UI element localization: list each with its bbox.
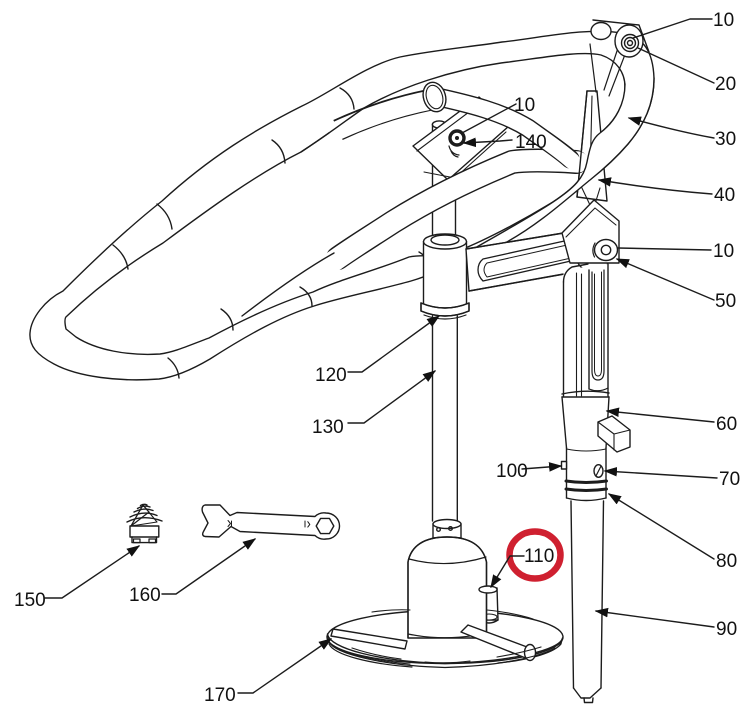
svg-text:80: 80 <box>716 551 737 572</box>
svg-text:10: 10 <box>514 95 535 116</box>
svg-text:170: 170 <box>204 685 236 706</box>
svg-text:50: 50 <box>715 291 736 312</box>
svg-text:10: 10 <box>713 241 734 262</box>
svg-text:10: 10 <box>713 10 734 31</box>
svg-text:60: 60 <box>716 414 737 435</box>
svg-text:150: 150 <box>14 590 46 611</box>
svg-text:140: 140 <box>515 132 547 153</box>
svg-text:90: 90 <box>716 619 737 640</box>
svg-text:120: 120 <box>315 365 347 386</box>
svg-text:40: 40 <box>714 185 735 206</box>
svg-text:100: 100 <box>496 461 528 482</box>
svg-text:20: 20 <box>715 74 736 95</box>
svg-text:110: 110 <box>524 546 554 567</box>
svg-text:30: 30 <box>715 129 736 150</box>
svg-text:130: 130 <box>312 417 344 438</box>
svg-text:160: 160 <box>129 585 161 606</box>
svg-text:70: 70 <box>719 469 740 490</box>
